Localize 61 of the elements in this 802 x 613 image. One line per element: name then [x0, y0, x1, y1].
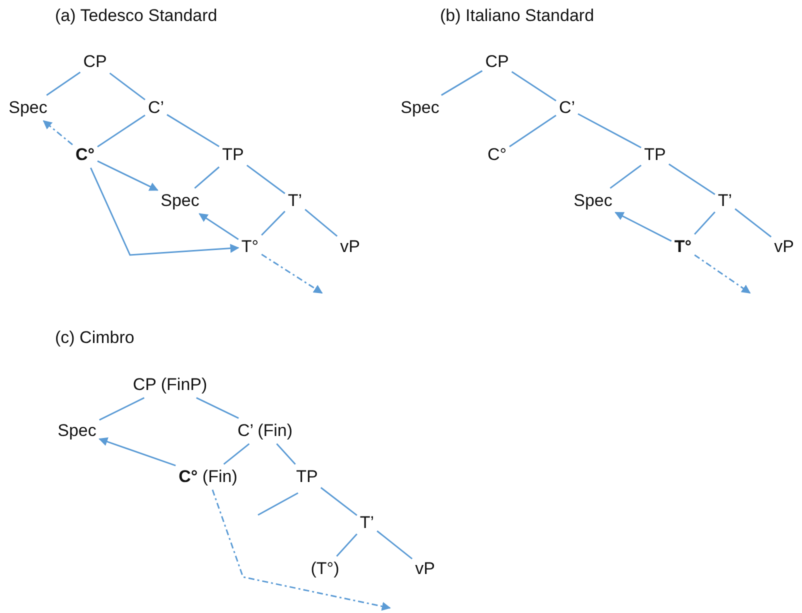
tree-label: C’ (Fin)	[237, 421, 293, 441]
tree-branch	[336, 534, 358, 557]
tree-label: C°	[487, 145, 507, 165]
tree-label: T’	[360, 513, 374, 533]
tree-branch	[261, 210, 286, 236]
tree-label: vP	[774, 237, 794, 257]
tree-branch	[441, 70, 483, 96]
tree-label: CP (FinP)	[132, 375, 208, 395]
tree-label: C°	[75, 145, 95, 165]
tree-branch	[99, 397, 145, 421]
movement-arrow	[694, 254, 751, 294]
panel-title: (c) Cimbro	[55, 328, 134, 348]
tree-label: T°	[241, 237, 259, 257]
tree-label: CP	[83, 52, 107, 72]
tree-branch	[578, 113, 642, 148]
tree-branch	[223, 443, 250, 465]
tree-label: Spec	[8, 98, 48, 118]
tree-label: vP	[415, 559, 435, 579]
tree-branch	[196, 397, 239, 419]
tree-branch	[511, 71, 556, 102]
tree-label: T’	[718, 191, 732, 211]
tree-branch	[46, 72, 81, 96]
tree-branch	[320, 487, 358, 516]
tree-label: T°	[674, 237, 692, 257]
tree-branch	[276, 443, 296, 465]
movement-arrow	[198, 213, 239, 240]
tree-branch	[304, 208, 338, 237]
movement-arrow	[90, 168, 240, 256]
tree-branch	[97, 114, 146, 148]
tree-label: TP	[296, 467, 318, 487]
tree-branch	[610, 164, 642, 189]
tree-branch	[376, 530, 413, 560]
tree-label: TP	[644, 145, 666, 165]
tree-label: C° (Fin)	[178, 467, 238, 487]
panel-title: (b) Italiano Standard	[440, 6, 594, 26]
panel-title: (a) Tedesco Standard	[55, 6, 218, 26]
tree-branch	[194, 166, 220, 189]
tree-label: T’	[288, 191, 302, 211]
tree-label: TP	[222, 145, 244, 165]
tree-label: vP	[340, 237, 360, 257]
tree-branch	[166, 114, 220, 148]
movement-arrow	[98, 437, 176, 466]
tree-label: C’	[558, 98, 576, 118]
tree-branch	[246, 164, 286, 194]
tree-branch	[734, 208, 772, 238]
tree-label: Spec	[58, 421, 96, 441]
tree-branch	[109, 72, 146, 100]
tree-branch	[509, 114, 556, 148]
tree-label: CP	[485, 52, 509, 72]
movement-arrow	[614, 212, 672, 242]
movement-arrow	[212, 490, 391, 611]
movement-arrow	[261, 254, 323, 294]
movement-arrow	[42, 120, 73, 146]
tree-branch	[668, 163, 716, 196]
tree-label: Spec	[400, 98, 440, 118]
movement-arrow	[97, 160, 158, 191]
tree-label: (T°)	[310, 559, 340, 579]
tree-label: Spec	[160, 191, 200, 211]
tree-branch	[694, 212, 716, 235]
tree-label: Spec	[574, 191, 612, 211]
tree-label: C’	[148, 98, 164, 118]
